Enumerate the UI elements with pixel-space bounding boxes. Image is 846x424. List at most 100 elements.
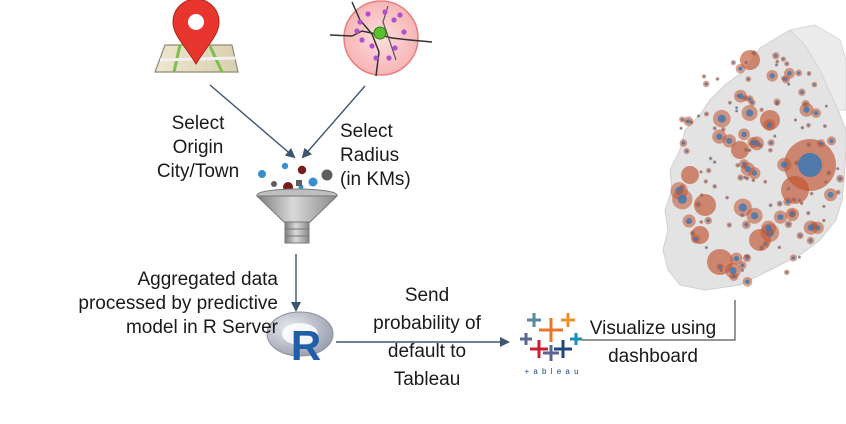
map-bubble-core: [728, 223, 731, 227]
select-radius-line-3: (in KMs): [340, 169, 411, 190]
map-bubble-core: [703, 75, 705, 78]
map-bubble-core: [685, 149, 689, 153]
select-radius-label: Select Radius (in KMs): [340, 120, 440, 192]
map-bubble-core: [822, 219, 825, 222]
aggregated-line-3: model in R Server: [125, 317, 278, 338]
map-bubble-core: [713, 161, 716, 164]
map-bubble-core: [733, 255, 740, 262]
map-bubble-core: [709, 157, 712, 160]
map-bubble: [731, 141, 749, 159]
map-bubble-core: [752, 179, 755, 182]
map-bubble-core: [740, 263, 745, 268]
map-bubble: [681, 166, 699, 184]
map-bubble-core: [790, 211, 794, 216]
aggregated-data-label: Aggregated data processed by predictive …: [28, 268, 278, 340]
map-bubble-core: [704, 180, 707, 183]
map-bubble-core: [769, 149, 772, 152]
map-bubble-core: [745, 279, 750, 284]
map-bubble-core: [791, 256, 796, 260]
map-bubble-core: [691, 232, 694, 235]
map-bubble-core: [797, 71, 801, 75]
map-bubble-core: [775, 63, 778, 66]
map-bubble-core: [801, 126, 804, 129]
ireland-bubble-map: [662, 24, 846, 291]
map-bubble-core: [800, 202, 803, 205]
map-bubble-core: [837, 191, 840, 194]
map-bubble-core: [813, 83, 816, 86]
funnel-icon: [255, 162, 339, 244]
send-line-1: Send: [404, 285, 450, 306]
map-bubble-core: [798, 256, 801, 259]
map-bubble-core: [735, 110, 738, 112]
tableau-logo-icon: + a b l e a u: [520, 313, 582, 376]
arrow-origin-to-funnel: [209, 84, 296, 159]
map-pin-icon: [154, 0, 239, 73]
map-bubble-core: [827, 171, 830, 174]
map-bubble-core: [732, 61, 735, 64]
map-bubble-core: [716, 133, 723, 140]
map-bubble-core: [813, 110, 819, 116]
map-bubble-core: [778, 202, 781, 205]
send-probability-label: Send probability of default to Tableau: [352, 282, 502, 394]
map-bubble-core: [735, 106, 738, 109]
map-bubble-core: [765, 224, 772, 232]
map-bubble-core: [794, 119, 797, 121]
map-bubble-core: [773, 135, 776, 138]
map-bubble-core: [810, 192, 813, 195]
map-bubble-core: [785, 62, 788, 65]
map-bubble-core: [786, 222, 791, 226]
map-bubble-core: [700, 221, 703, 223]
map-bubble-core: [798, 234, 802, 238]
map-bubble-core: [716, 78, 719, 80]
map-bubble-core: [827, 191, 834, 198]
select-origin-line-3: City/Town: [156, 161, 240, 182]
select-radius-line-2: Radius: [340, 145, 400, 166]
map-bubble-core: [777, 214, 784, 221]
map-bubble-core: [819, 141, 823, 146]
map-bubble-core: [738, 203, 747, 212]
map-bubble-core: [829, 138, 834, 143]
send-line-2: probability of: [373, 313, 481, 334]
select-origin-label: Select Origin City/Town: [128, 112, 268, 184]
map-bubble-core: [769, 204, 772, 207]
map-bubble-core: [718, 265, 722, 269]
map-bubble-core: [748, 97, 752, 101]
map-bubble-core: [782, 58, 785, 61]
map-bubble-core: [798, 153, 822, 177]
send-line-3: default to: [387, 341, 467, 362]
map-bubble-core: [713, 185, 716, 188]
map-bubble-core: [781, 161, 788, 168]
visualize-connector: [582, 300, 736, 341]
send-line-4: Tableau: [393, 369, 461, 390]
map-bubble-core: [746, 255, 749, 258]
map-bubble-core: [700, 194, 703, 197]
map-bubble-core: [785, 199, 790, 204]
map-bubble-core: [696, 203, 700, 206]
map-bubble-core: [776, 60, 779, 63]
select-origin-line-1: Select: [171, 113, 225, 134]
map-bubble-core: [697, 115, 700, 117]
map-bubble-core: [746, 109, 754, 117]
map-bubble-core: [738, 66, 743, 71]
map-bubble-core: [680, 127, 683, 130]
map-bubble-core: [807, 143, 810, 146]
map-bubble-core: [798, 199, 801, 202]
map-bubble-core: [787, 83, 790, 86]
map-bubble-core: [782, 77, 785, 80]
aggregated-line-2: processed by predictive: [78, 293, 278, 314]
map-bubble-core: [769, 141, 773, 145]
map-bubble-core: [808, 238, 813, 243]
map-bubble-core: [776, 102, 778, 105]
map-bubble-core: [681, 141, 686, 145]
r-logo-icon: R: [266, 311, 334, 369]
map-bubble-core: [744, 222, 749, 227]
map-bubble-core: [836, 167, 839, 170]
map-bubble-core: [745, 148, 748, 151]
map-bubble-core: [736, 164, 739, 167]
map-bubble-core: [807, 72, 811, 75]
map-bubble-core: [705, 246, 708, 249]
map-bubble-core: [766, 122, 773, 128]
map-bubble-core: [823, 125, 826, 128]
map-bubble-core: [680, 118, 684, 121]
